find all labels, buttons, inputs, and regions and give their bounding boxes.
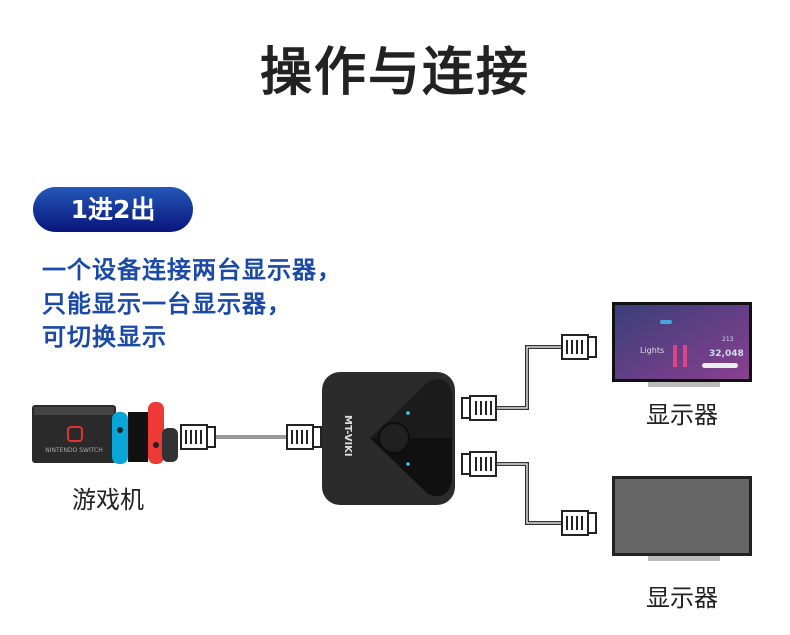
hdmi-cable-output-bottom [496,462,562,525]
monitor-bottom-icon [612,476,752,561]
game-console-icon: NINTENDO SWITCH [32,402,178,464]
description-line: 可切换显示 [42,323,167,351]
hdmi-plug-icon [461,395,497,421]
monitor-top-icon: Lights 213 32,048 [612,302,752,387]
mode-badge: 1进2出 [33,187,193,232]
monitor-bottom-label: 显示器 [646,584,718,612]
svg-text:MT-VIKI: MT-VIKI [342,415,353,457]
svg-text:NINTENDO SWITCH: NINTENDO SWITCH [45,447,102,454]
description-line: 只能显示一台显示器， [42,290,292,318]
console-label: 游戏机 [72,486,144,514]
svg-text:32,048: 32,048 [709,349,744,359]
hdmi-switch-device: MT-VIKI [322,372,455,505]
svg-text:Lights: Lights [640,346,664,355]
description-line: 一个设备连接两台显示器， [42,256,342,284]
hdmi-plug-icon [461,451,497,477]
svg-text:213: 213 [722,336,734,343]
hdmi-plug-icon [286,424,322,450]
monitor-top-label: 显示器 [646,401,718,429]
page-title: 操作与连接 [259,43,530,103]
hdmi-plug-icon [561,510,597,536]
hdmi-plug-icon [180,424,216,450]
hdmi-plug-icon [561,334,597,360]
hdmi-cable-output-top [496,345,562,410]
